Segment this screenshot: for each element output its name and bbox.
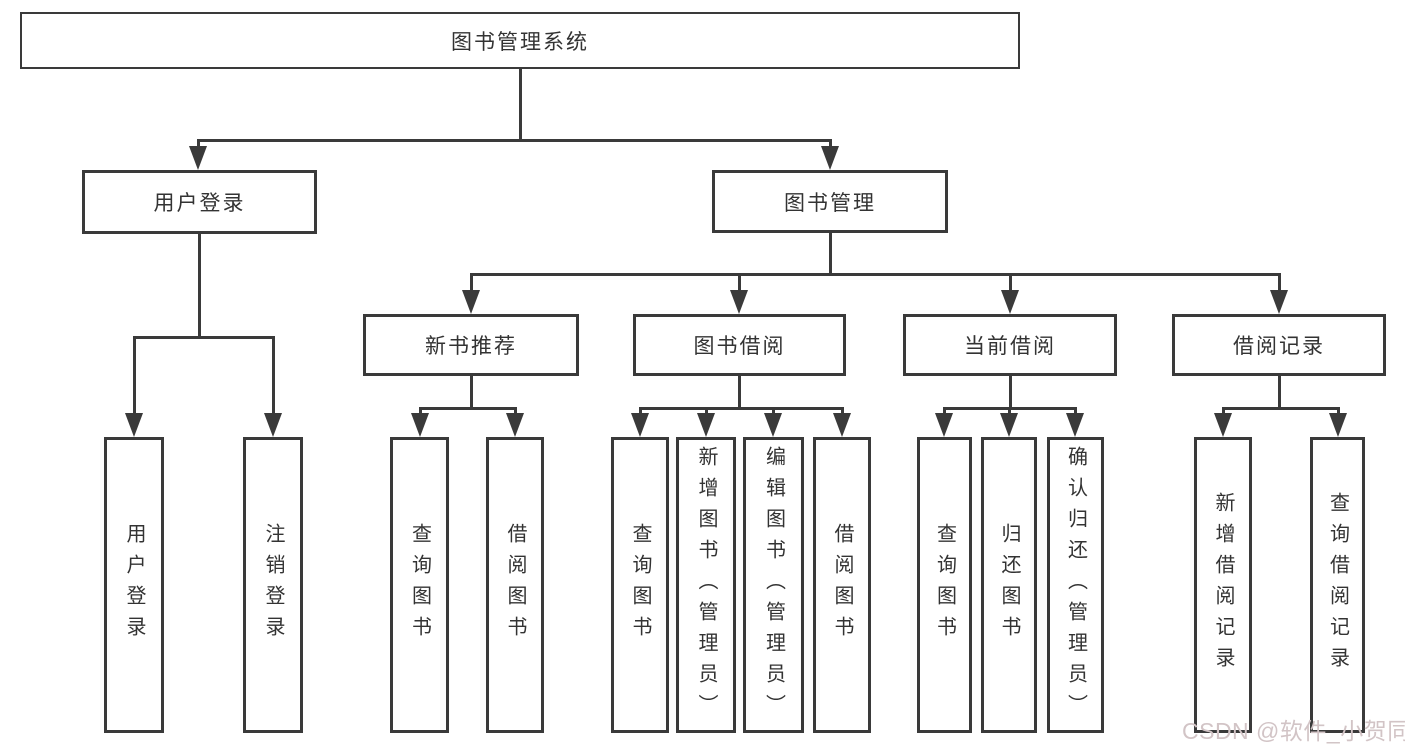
arrow-down-icon (125, 413, 143, 437)
connector-line (469, 272, 1281, 276)
node-label: 当前借阅 (964, 335, 1056, 358)
node-label: 查询图书 (629, 523, 651, 647)
node-leaf-query-books-2: 查询图书 (611, 437, 669, 733)
node-label: 用户登录 (123, 523, 145, 647)
node-leaf-edit-books-admin: 编辑图书（管理员） (743, 437, 804, 733)
node-label: 新书推荐 (425, 335, 517, 358)
node-label: 查询图书 (933, 523, 956, 647)
arrow-down-icon (264, 413, 282, 437)
node-leaf-borrow-books-1: 借阅图书 (486, 437, 544, 733)
node-label: 编辑图书（管理员） (762, 445, 785, 725)
connector-line (1221, 406, 1340, 410)
arrow-down-icon (821, 146, 839, 170)
node-label: 查询图书 (408, 523, 431, 647)
node-label: 归还图书 (998, 523, 1020, 647)
node-root-system: 图书管理系统 (20, 12, 1020, 69)
connector-line (638, 406, 844, 410)
connector-line (469, 376, 473, 410)
node-label: 图书管理系统 (451, 30, 589, 54)
node-book-borrowing: 图书借阅 (633, 314, 846, 376)
connector-line (737, 274, 741, 296)
node-leaf-query-borrow-record: 查询借阅记录 (1310, 437, 1365, 733)
connector-line (1277, 274, 1281, 296)
node-label: 新增图书（管理员） (695, 445, 717, 725)
node-label: 确认归还（管理员） (1064, 445, 1087, 725)
connector-line (1008, 274, 1012, 296)
arrow-down-icon (730, 290, 748, 314)
node-label: 借阅图书 (831, 523, 853, 647)
connector-line (132, 335, 275, 339)
node-label: 注销登录 (262, 523, 284, 647)
arrow-down-icon (935, 413, 953, 437)
connector-line (1008, 376, 1012, 410)
connector-line (737, 376, 741, 410)
csdn-watermark: CSDN @软件_小贺同学 (1182, 718, 1405, 744)
node-leaf-query-books-1: 查询图书 (390, 437, 449, 733)
connector-line (518, 69, 522, 142)
node-leaf-add-books-admin: 新增图书（管理员） (676, 437, 736, 733)
node-leaf-borrow-books-2: 借阅图书 (813, 437, 871, 733)
arrow-down-icon (411, 413, 429, 437)
node-leaf-user-login: 用户登录 (104, 437, 164, 733)
connector-line (271, 337, 275, 419)
node-current-borrowing: 当前借阅 (903, 314, 1117, 376)
node-label: 新增借阅记录 (1212, 492, 1234, 678)
arrow-down-icon (1000, 413, 1018, 437)
arrow-down-icon (1214, 413, 1232, 437)
connector-line (1277, 376, 1281, 410)
arrow-down-icon (1329, 413, 1347, 437)
node-leaf-add-borrow-record: 新增借阅记录 (1194, 437, 1252, 733)
connector-line (197, 234, 201, 339)
node-leaf-logout: 注销登录 (243, 437, 303, 733)
arrow-down-icon (833, 413, 851, 437)
node-book-management-branch: 图书管理 (712, 170, 948, 233)
node-user-login-branch: 用户登录 (82, 170, 317, 234)
arrow-down-icon (506, 413, 524, 437)
connector-line (132, 337, 136, 419)
node-leaf-query-books-3: 查询图书 (917, 437, 972, 733)
node-new-book-recommendation: 新书推荐 (363, 314, 579, 376)
connector-line (828, 233, 832, 276)
connector-line (469, 274, 473, 296)
node-label: 用户登录 (153, 192, 246, 215)
arrow-down-icon (1270, 290, 1288, 314)
arrow-down-icon (189, 146, 207, 170)
arrow-down-icon (462, 290, 480, 314)
node-label: 图书管理 (784, 191, 876, 215)
node-leaf-confirm-return-admin: 确认归还（管理员） (1047, 437, 1104, 733)
node-label: 借阅记录 (1233, 335, 1325, 358)
arrow-down-icon (1001, 290, 1019, 314)
arrow-down-icon (764, 413, 782, 437)
node-label: 借阅图书 (504, 523, 526, 647)
connector-line (196, 138, 832, 142)
node-leaf-return-books: 归还图书 (981, 437, 1037, 733)
arrow-down-icon (697, 413, 715, 437)
connector-line (418, 406, 517, 410)
arrow-down-icon (1066, 413, 1084, 437)
arrow-down-icon (631, 413, 649, 437)
node-borrowing-records: 借阅记录 (1172, 314, 1386, 376)
node-label: 查询借阅记录 (1326, 492, 1349, 678)
node-label: 图书借阅 (693, 335, 786, 358)
